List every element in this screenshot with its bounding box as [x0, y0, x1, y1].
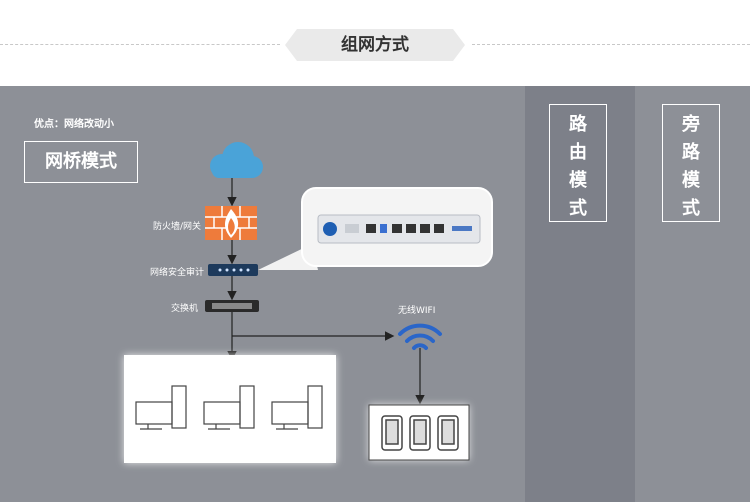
bypass-char-1: 旁 [682, 114, 700, 135]
phone-icon [381, 415, 459, 451]
route-mode-panel [525, 86, 635, 502]
header-divider-left [0, 44, 280, 45]
switch-icon [205, 300, 259, 312]
route-char-2: 由 [569, 142, 587, 163]
bypass-char-4: 式 [682, 198, 700, 219]
title-arrow-right [453, 29, 465, 61]
audit-device-icon [208, 264, 258, 276]
bridge-mode-label: 网桥模式 [24, 141, 138, 183]
pc-icon [135, 385, 323, 430]
bypass-mode-label: 旁 路 模 式 [662, 104, 720, 222]
audit-label: 网络安全审计 [150, 268, 205, 278]
switch-label: 交换机 [171, 304, 199, 314]
route-char-3: 模 [569, 170, 587, 191]
device-callout [301, 187, 493, 267]
header-divider-right [472, 44, 750, 45]
title-arrow-left [285, 29, 297, 61]
page-title: 组网方式 [297, 29, 453, 61]
route-mode-label: 路 由 模 式 [549, 104, 607, 222]
firewall-icon [205, 206, 257, 240]
advantage-text: 优点：网络改动小 [34, 119, 114, 130]
wifi-label: 无线WIFI [398, 306, 436, 316]
route-char-1: 路 [569, 114, 587, 135]
pc-group-box [124, 355, 336, 463]
wifi-icon [398, 323, 442, 350]
bypass-char-2: 路 [682, 142, 700, 163]
cloud-icon [210, 142, 263, 178]
firewall-label: 防火墙/网关 [153, 222, 202, 232]
route-char-4: 式 [569, 198, 587, 219]
bypass-char-3: 模 [682, 170, 700, 191]
bypass-mode-panel [635, 86, 750, 502]
